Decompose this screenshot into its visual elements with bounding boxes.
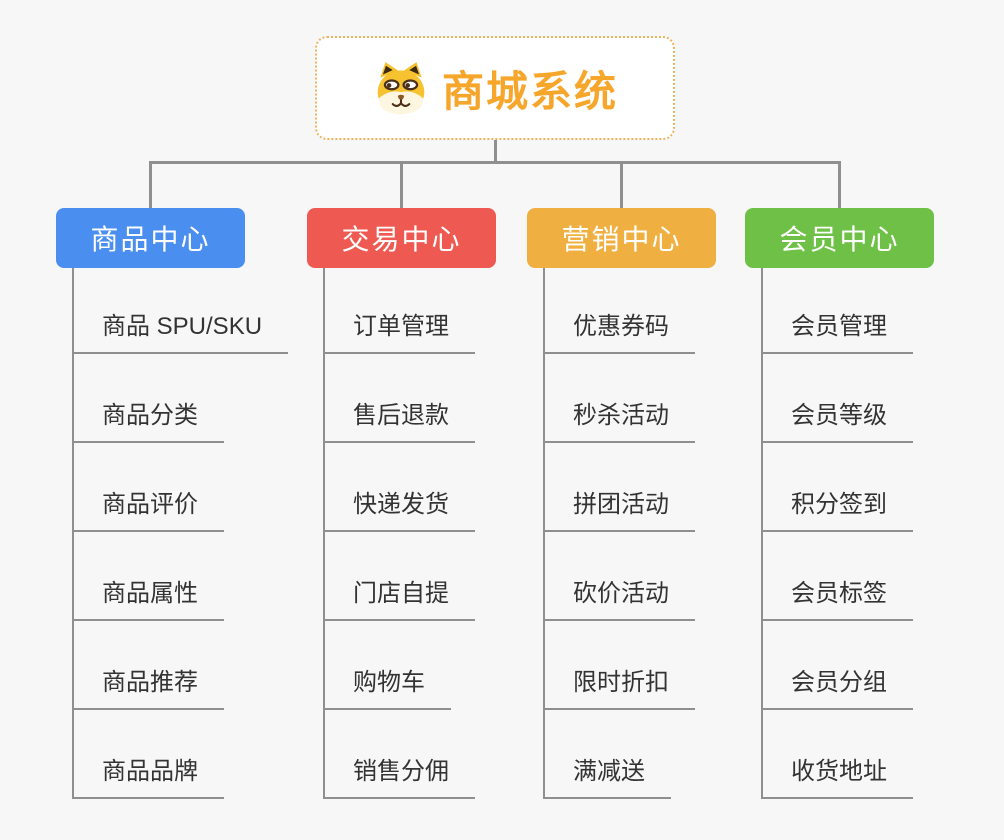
connector-root-stub bbox=[494, 140, 497, 162]
leaf-item[interactable]: 优惠券码 bbox=[545, 312, 695, 354]
branch-label: 营销中心 bbox=[561, 224, 682, 255]
leaf-item[interactable]: 销售分佣 bbox=[325, 757, 475, 799]
branch-label: 商品中心 bbox=[90, 224, 211, 255]
branch-node-member-center[interactable]: 会员中心 bbox=[745, 208, 934, 268]
branch-children-member: 会员管理 会员等级 积分签到 会员标签 会员分组 收货地址 bbox=[761, 268, 913, 799]
leaf-item[interactable]: 售后退款 bbox=[325, 401, 475, 443]
leaf-item[interactable]: 商品属性 bbox=[74, 579, 224, 621]
leaf-item[interactable]: 快递发货 bbox=[325, 490, 475, 532]
leaf-item[interactable]: 商品评价 bbox=[74, 490, 224, 532]
branch-label: 会员中心 bbox=[779, 224, 900, 255]
leaf-item[interactable]: 秒杀活动 bbox=[545, 401, 695, 443]
leaf-item[interactable]: 会员管理 bbox=[763, 312, 913, 354]
leaf-item[interactable]: 会员分组 bbox=[763, 668, 913, 710]
branch-children-goods: 商品 SPU/SKU 商品分类 商品评价 商品属性 商品推荐 商品品牌 bbox=[72, 268, 289, 799]
leaf-item[interactable]: 会员标签 bbox=[763, 579, 913, 621]
leaf-item[interactable]: 订单管理 bbox=[325, 312, 475, 354]
leaf-item[interactable]: 商品分类 bbox=[74, 401, 224, 443]
branch-children-trade: 订单管理 售后退款 快递发货 门店自提 购物车 销售分佣 bbox=[323, 268, 475, 799]
connector-drop-goods bbox=[149, 161, 152, 208]
branch-node-trade-center[interactable]: 交易中心 bbox=[307, 208, 496, 268]
root-node[interactable]: 商城系统 bbox=[315, 36, 675, 140]
dog-icon bbox=[372, 61, 430, 115]
branch-node-goods-center[interactable]: 商品中心 bbox=[56, 208, 245, 268]
leaf-item[interactable]: 收货地址 bbox=[763, 757, 913, 799]
leaf-item[interactable]: 拼团活动 bbox=[545, 490, 695, 532]
leaf-item[interactable]: 门店自提 bbox=[325, 579, 475, 621]
leaf-item[interactable]: 限时折扣 bbox=[545, 668, 695, 710]
root-title: 商城系统 bbox=[441, 67, 618, 115]
leaf-item[interactable]: 会员等级 bbox=[763, 401, 913, 443]
branch-children-marketing: 优惠券码 秒杀活动 拼团活动 砍价活动 限时折扣 满减送 bbox=[543, 268, 695, 799]
leaf-item[interactable]: 商品 SPU/SKU bbox=[74, 312, 289, 354]
branch-label: 交易中心 bbox=[341, 224, 462, 255]
connector-drop-member bbox=[838, 161, 841, 208]
branch-node-marketing-center[interactable]: 营销中心 bbox=[527, 208, 716, 268]
leaf-item[interactable]: 商品推荐 bbox=[74, 668, 224, 710]
leaf-item[interactable]: 砍价活动 bbox=[545, 579, 695, 621]
connector-horizontal bbox=[149, 161, 841, 164]
leaf-item[interactable]: 商品品牌 bbox=[74, 757, 224, 799]
leaf-item[interactable]: 购物车 bbox=[325, 668, 451, 710]
leaf-item[interactable]: 积分签到 bbox=[763, 490, 913, 532]
connector-drop-trade bbox=[400, 161, 403, 208]
connector-drop-marketing bbox=[620, 161, 623, 208]
leaf-item[interactable]: 满减送 bbox=[545, 757, 671, 799]
